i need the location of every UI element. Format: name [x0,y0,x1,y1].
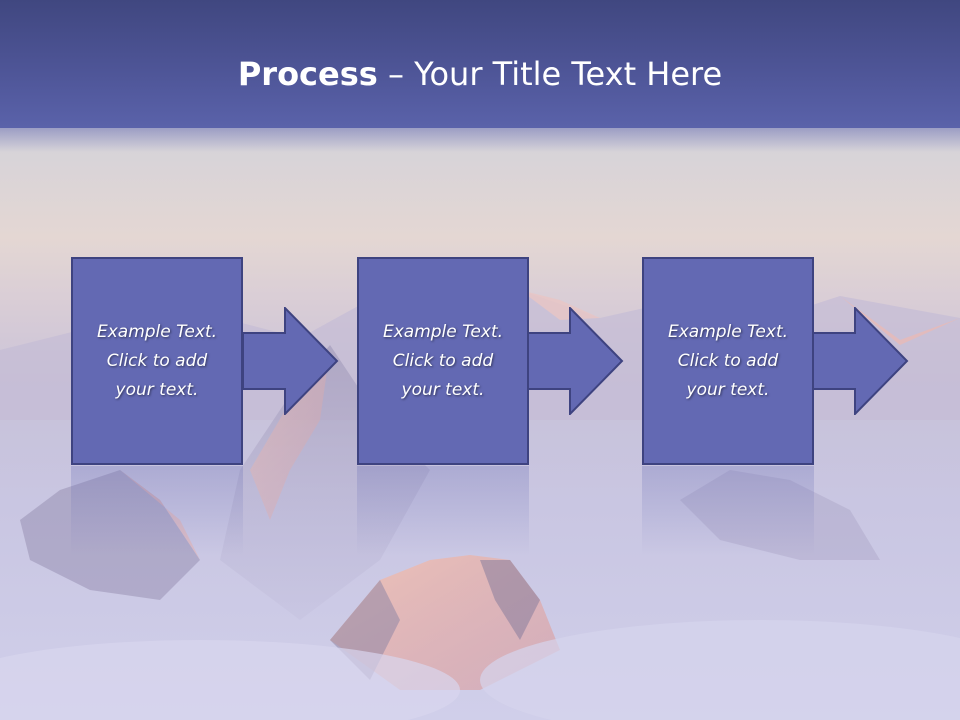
arrow-right-icon[interactable] [243,307,339,415]
step-2-reflection [357,466,529,556]
slide-title[interactable]: Process – Your Title Text Here [0,52,960,96]
process-step-2[interactable]: Example Text. Click to add your text. [357,257,529,465]
arrow-right-icon[interactable] [528,307,624,415]
arrow-right-icon[interactable] [813,307,909,415]
step-3-reflection [642,466,814,556]
step-1-text: Example Text. Click to add your text. [96,321,218,400]
process-step-3[interactable]: Example Text. Click to add your text. [642,257,814,465]
step-3-text: Example Text. Click to add your text. [667,321,789,400]
step-2-text: Example Text. Click to add your text. [382,321,504,400]
process-step-1[interactable]: Example Text. Click to add your text. [71,257,243,465]
title-rest-part: – Your Title Text Here [377,55,723,93]
title-bar [0,0,960,152]
step-1-reflection [71,466,243,556]
title-bold-part: Process [237,55,378,93]
